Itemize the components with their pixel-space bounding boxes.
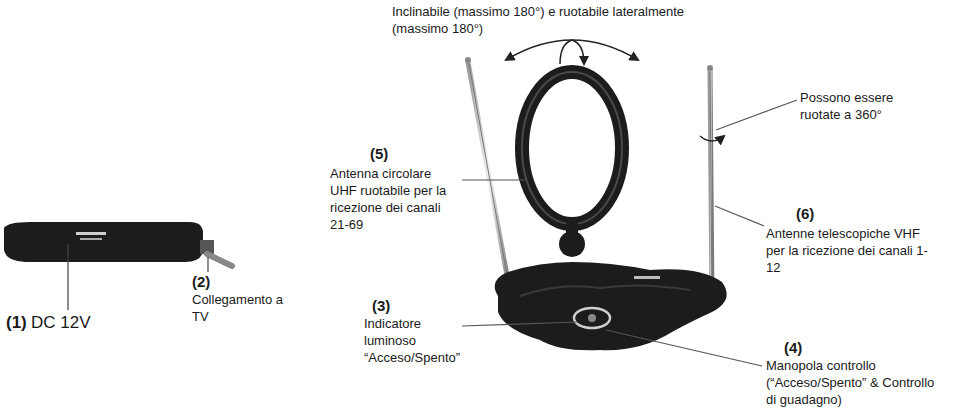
part-label: Indicatore luminoso “Acceso/Spento” — [364, 316, 462, 367]
leader-lines — [462, 100, 797, 366]
part-label: Antenne telescopiche VHF per la ricezion… — [766, 226, 938, 277]
part-label: Manopola controllo (“Acceso/Spento” & Co… — [766, 358, 938, 409]
callout-number: (2) — [192, 272, 210, 292]
callout-number: (5) — [370, 144, 388, 164]
rotation-arrows — [506, 40, 724, 141]
callout-number: (1) — [6, 312, 27, 334]
part-label: DC 12V — [31, 312, 91, 334]
rotation-note: Inclinabile (massimo 180°) e ruotabile l… — [392, 4, 692, 38]
callout-number: (4) — [784, 338, 802, 358]
rotation-note: Possono essere ruotate a 360° — [800, 90, 915, 124]
telescopic-rods — [465, 57, 713, 298]
callout-number: (6) — [796, 204, 814, 224]
part-label: Antenna circolare UHF ruotabile per la r… — [330, 166, 458, 234]
uhf-loop — [522, 72, 622, 257]
part-label: Collegamento a TV — [192, 292, 292, 326]
callout-number: (3) — [372, 296, 390, 316]
antenna-base — [495, 262, 727, 350]
